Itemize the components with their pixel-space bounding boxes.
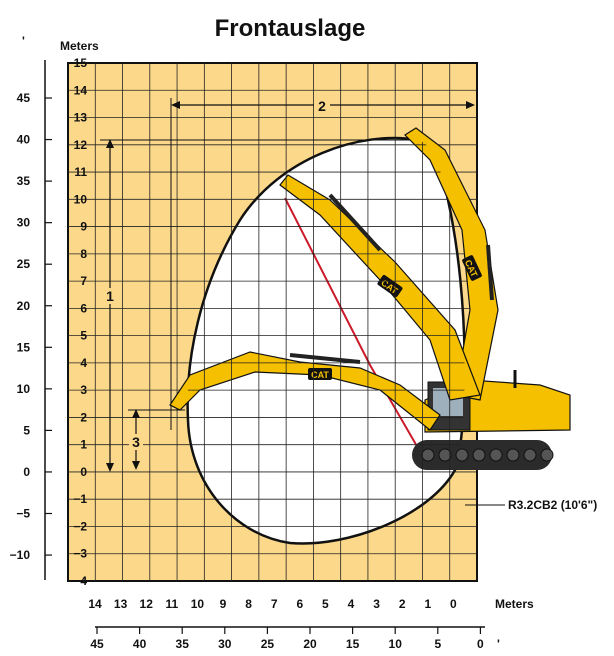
feet-y-tick-label: 45 <box>17 91 31 105</box>
dimension-3-label: 3 <box>132 434 140 450</box>
meters-unit-label-bottom: Meters <box>495 597 534 611</box>
meters-y-tick-label: 12 <box>74 138 88 152</box>
dimension-2: 2 <box>170 98 475 430</box>
meters-y-tick-label: −3 <box>73 547 87 561</box>
meters-y-tick-label: 13 <box>74 111 88 125</box>
feet-y-tick-label: 15 <box>17 340 31 354</box>
feet-x-tick-label: 25 <box>261 637 275 651</box>
boom-high <box>404 127 499 401</box>
cat-badge-low: CAT <box>308 368 332 380</box>
meters-y-tick-label: −1 <box>73 492 87 506</box>
feet-axis-y-ticks: 45 40 35 30 25 20 15 10 5 0 −5 −10 <box>10 91 52 562</box>
meters-y-tick-label: 0 <box>80 465 87 479</box>
feet-y-tick-label: 35 <box>17 174 31 188</box>
meters-x-tick-label: 2 <box>399 597 406 611</box>
feet-y-tick-label: 20 <box>17 299 31 313</box>
boom-low <box>169 351 441 431</box>
meters-unit-label-top: Meters <box>60 39 99 53</box>
feet-axis-x-ticks: 45 40 35 30 25 20 15 10 5 0 <box>90 627 484 651</box>
meters-y-tick-label: 10 <box>74 192 88 206</box>
feet-x-tick-label: 0 <box>477 637 484 651</box>
feet-y-tick-label: 0 <box>23 465 30 479</box>
meters-y-tick-label: 8 <box>80 247 87 261</box>
feet-y-tick-label: 25 <box>17 257 31 271</box>
feet-y-tick-label: 40 <box>17 133 31 147</box>
meters-x-tick-label: 14 <box>88 597 102 611</box>
dimension-1: 1 <box>100 139 420 472</box>
meters-x-tick-label: 1 <box>424 597 431 611</box>
feet-unit-label-top: ' <box>22 34 25 48</box>
meters-x-tick-label: 3 <box>373 597 380 611</box>
feet-x-tick-label: 5 <box>434 637 441 651</box>
meters-x-tick-label: 11 <box>165 597 178 611</box>
meters-x-tick-label: 6 <box>296 597 303 611</box>
feet-y-tick-label: −10 <box>10 548 31 562</box>
dimension-2-label: 2 <box>318 98 326 114</box>
meters-x-tick-label: 13 <box>114 597 128 611</box>
meters-y-tick-label: −2 <box>73 519 87 533</box>
meters-x-tick-label: 12 <box>140 597 154 611</box>
diagram-title: Frontauslage <box>215 15 366 42</box>
feet-x-tick-label: 30 <box>218 637 232 651</box>
meters-y-tick-label: 15 <box>74 56 88 70</box>
callout-label: R3.2CB2 (10'6") <box>508 498 597 512</box>
meters-y-tick-label: −4 <box>73 574 87 588</box>
meters-x-tick-label: 8 <box>245 597 252 611</box>
meters-x-tick-label: 7 <box>271 597 278 611</box>
meters-x-tick-label: 4 <box>348 597 355 611</box>
meters-y-tick-label: 5 <box>80 329 87 343</box>
dimension-1-label: 1 <box>106 288 114 304</box>
envelope-grid <box>187 138 465 544</box>
feet-unit-label-bottom: ' <box>497 637 500 651</box>
meters-y-tick-label: 9 <box>80 220 87 234</box>
meters-y-tick-label: 11 <box>74 165 87 179</box>
boom-middle <box>279 174 481 401</box>
feet-x-tick-label: 20 <box>303 637 317 651</box>
meters-y-tick-label: 2 <box>80 410 87 424</box>
feet-y-tick-label: −5 <box>16 506 30 520</box>
meters-x-tick-label: 5 <box>322 597 329 611</box>
feet-y-tick-label: 30 <box>17 216 31 230</box>
feet-y-tick-label: 10 <box>17 382 31 396</box>
dimension-3: 3 <box>128 409 185 470</box>
feet-y-tick-label: 5 <box>23 423 30 437</box>
svg-text:CAT: CAT <box>311 370 329 380</box>
meters-y-tick-label: 7 <box>80 274 87 288</box>
meters-x-tick-label: 0 <box>450 597 457 611</box>
meters-y-tick-label: 3 <box>80 383 87 397</box>
feet-x-tick-label: 35 <box>176 637 190 651</box>
feet-x-tick-label: 45 <box>90 637 104 651</box>
feet-x-tick-label: 15 <box>346 637 360 651</box>
meters-y-tick-label: 4 <box>80 356 87 370</box>
feet-x-tick-label: 10 <box>389 637 403 651</box>
meters-x-tick-label: 9 <box>220 597 227 611</box>
meters-y-tick-label: 14 <box>74 83 88 97</box>
feet-x-tick-label: 40 <box>133 637 147 651</box>
meters-x-tick-label: 10 <box>191 597 205 611</box>
meters-y-tick-label: 1 <box>80 438 87 452</box>
meters-y-tick-label: 6 <box>80 301 87 315</box>
